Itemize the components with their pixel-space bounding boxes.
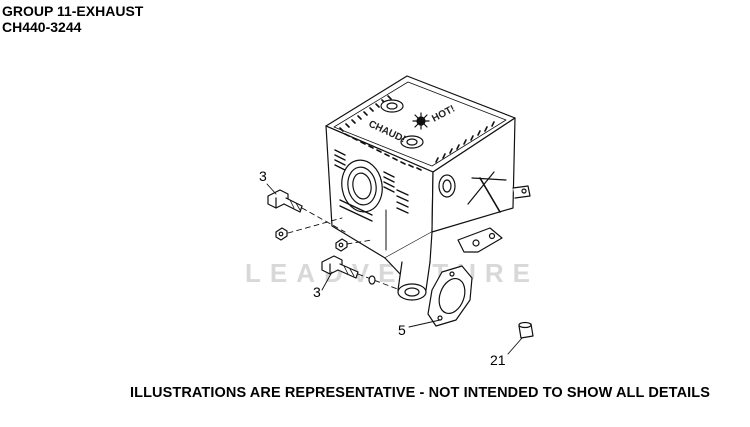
flange-bolt-lower[interactable] — [321, 255, 359, 279]
callout-3-upper: 3 — [259, 168, 277, 195]
group-title: GROUP 11-EXHAUST — [2, 3, 144, 19]
exhaust-gasket[interactable] — [427, 265, 473, 327]
muffler[interactable]: CHAUD! HOT! — [325, 75, 531, 301]
svg-text:3: 3 — [313, 284, 321, 300]
watermark: LEADVENTURE — [245, 258, 539, 288]
callout-5: 5 — [398, 319, 441, 338]
svg-text:3: 3 — [259, 168, 267, 184]
disclaimer-footer: ILLUSTRATIONS ARE REPRESENTATIVE - NOT I… — [130, 385, 710, 401]
outlet-cap[interactable] — [518, 321, 534, 339]
svg-text:21: 21 — [490, 352, 506, 368]
flange-bolt-upper[interactable] — [267, 189, 303, 213]
nut-upper[interactable] — [275, 227, 288, 241]
model-code: CH440-3244 — [2, 19, 82, 35]
callout-21: 21 — [490, 337, 523, 368]
svg-text:5: 5 — [398, 322, 406, 338]
warning-symbol-icon — [412, 112, 430, 130]
nut-lower[interactable] — [335, 238, 348, 252]
washer[interactable] — [368, 275, 376, 285]
callout-3-lower: 3 — [313, 271, 333, 300]
